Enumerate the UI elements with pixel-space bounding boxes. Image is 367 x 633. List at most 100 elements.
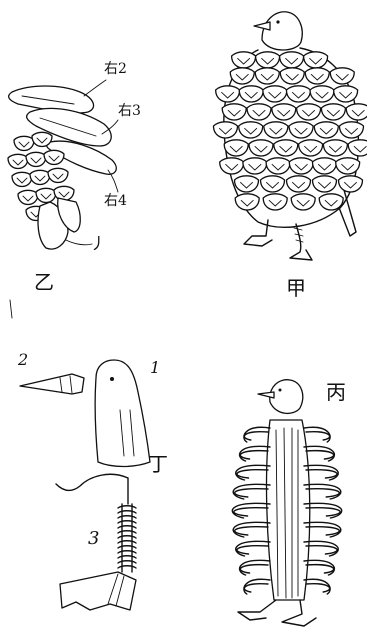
yi-leader-2: [84, 80, 106, 96]
jia-scale: [232, 52, 256, 68]
bing-leg-right: [282, 600, 316, 626]
panel-jia-bird: [213, 12, 367, 260]
bing-rib-right: [304, 427, 330, 442]
bing-rib-left: [233, 484, 270, 499]
jia-scale: [330, 68, 354, 84]
ding-coil-turn: [118, 541, 136, 543]
jia-scale: [239, 122, 263, 138]
jia-scale: [289, 158, 313, 174]
bing-rib-left: [240, 446, 270, 461]
jia-scale: [263, 194, 287, 210]
yi-scale: [12, 172, 32, 186]
jia-scale: [220, 158, 244, 174]
jia-scale: [339, 176, 363, 192]
jia-scale: [287, 176, 311, 192]
bing-rib-left: [240, 560, 270, 575]
jia-scale: [222, 104, 246, 120]
jia-scale: [274, 140, 298, 156]
jia-scale: [243, 158, 267, 174]
jia-scale: [256, 52, 280, 68]
bing-head: [270, 380, 303, 414]
label-yi-pointer: 丿: [90, 236, 106, 252]
ding-wire: [56, 474, 128, 504]
bing-beak: [258, 392, 274, 398]
label-jia: 甲: [286, 278, 306, 298]
jia-scale: [339, 122, 363, 138]
jia-scale: [235, 176, 259, 192]
jia-beak: [254, 22, 270, 30]
jia-scale: [280, 68, 304, 84]
jia-feather-scales: [213, 52, 367, 210]
jia-scale: [216, 86, 240, 102]
ding-part-2-beak: [20, 374, 84, 394]
ding-leg-rod: [122, 504, 132, 572]
yi-leader-pointer: [66, 240, 92, 245]
jia-scale: [323, 140, 347, 156]
ding-coil-turn: [118, 536, 136, 538]
jia-scale: [305, 68, 329, 84]
yi-scale: [30, 170, 50, 184]
bing-rib-right: [304, 579, 330, 594]
ding-coil-turn: [118, 566, 136, 568]
bing-rib-left: [236, 541, 270, 556]
jia-scale: [247, 104, 271, 120]
label-ding-part-2: 2: [18, 352, 28, 368]
ding-foot: [60, 572, 136, 610]
jia-scale: [280, 52, 304, 68]
bing-eye: [279, 389, 282, 392]
ding-coil-turn: [118, 516, 136, 518]
jia-scale: [261, 176, 285, 192]
jia-scale: [297, 104, 321, 120]
jia-scale: [239, 86, 263, 102]
bing-rib-right: [304, 446, 334, 461]
jia-scale: [266, 158, 290, 174]
label-bing: 丙: [326, 382, 346, 402]
jia-head: [262, 12, 302, 50]
jia-scale: [224, 140, 248, 156]
jia-scale: [235, 194, 259, 210]
jia-scale: [336, 158, 360, 174]
jia-scale: [313, 176, 337, 192]
label-ding-part-3: 3: [88, 530, 99, 548]
bing-rib-left: [233, 522, 270, 537]
ding-coil-turn: [118, 506, 136, 508]
yi-scale: [44, 150, 64, 164]
jia-scale: [264, 122, 288, 138]
yi-scale: [54, 186, 74, 200]
ding-coil-turn: [118, 511, 136, 513]
label-ding-part-1: 1: [150, 360, 160, 376]
jia-leg-left: [244, 220, 272, 246]
bing-rib-left: [232, 503, 270, 518]
label-yi-part-3: 右3: [118, 104, 141, 118]
ding-coil-turn: [118, 561, 136, 563]
jia-scale: [213, 122, 237, 138]
bing-rib-right: [304, 560, 334, 575]
jia-scale: [249, 140, 273, 156]
jia-scale: [321, 104, 345, 120]
bing-rib-left: [244, 579, 270, 594]
yi-scale: [14, 136, 34, 150]
jia-scale: [319, 194, 343, 210]
bing-leg-left: [238, 600, 276, 620]
panel-bing-armature: [232, 380, 341, 626]
label-ding: 丁: [148, 454, 168, 474]
label-yi-part-2: 右2: [104, 62, 127, 76]
yi-scale: [32, 132, 52, 146]
jia-scale: [312, 158, 336, 174]
bing-rib-left: [236, 465, 270, 480]
jia-scale: [310, 86, 334, 102]
jia-scale: [299, 140, 323, 156]
jia-scale: [314, 122, 338, 138]
yi-scale: [8, 154, 28, 168]
panel-ding-parts: [20, 360, 150, 610]
panel-yi-feather-assembly: [8, 80, 118, 249]
jia-eye: [276, 20, 279, 23]
ding-coil-turn: [118, 521, 136, 523]
bing-central-body: [267, 420, 310, 600]
jia-scale: [286, 86, 310, 102]
label-yi: 乙: [34, 272, 54, 292]
ding-coil-turn: [118, 526, 136, 528]
ding-head-eye-hole: [110, 377, 114, 381]
